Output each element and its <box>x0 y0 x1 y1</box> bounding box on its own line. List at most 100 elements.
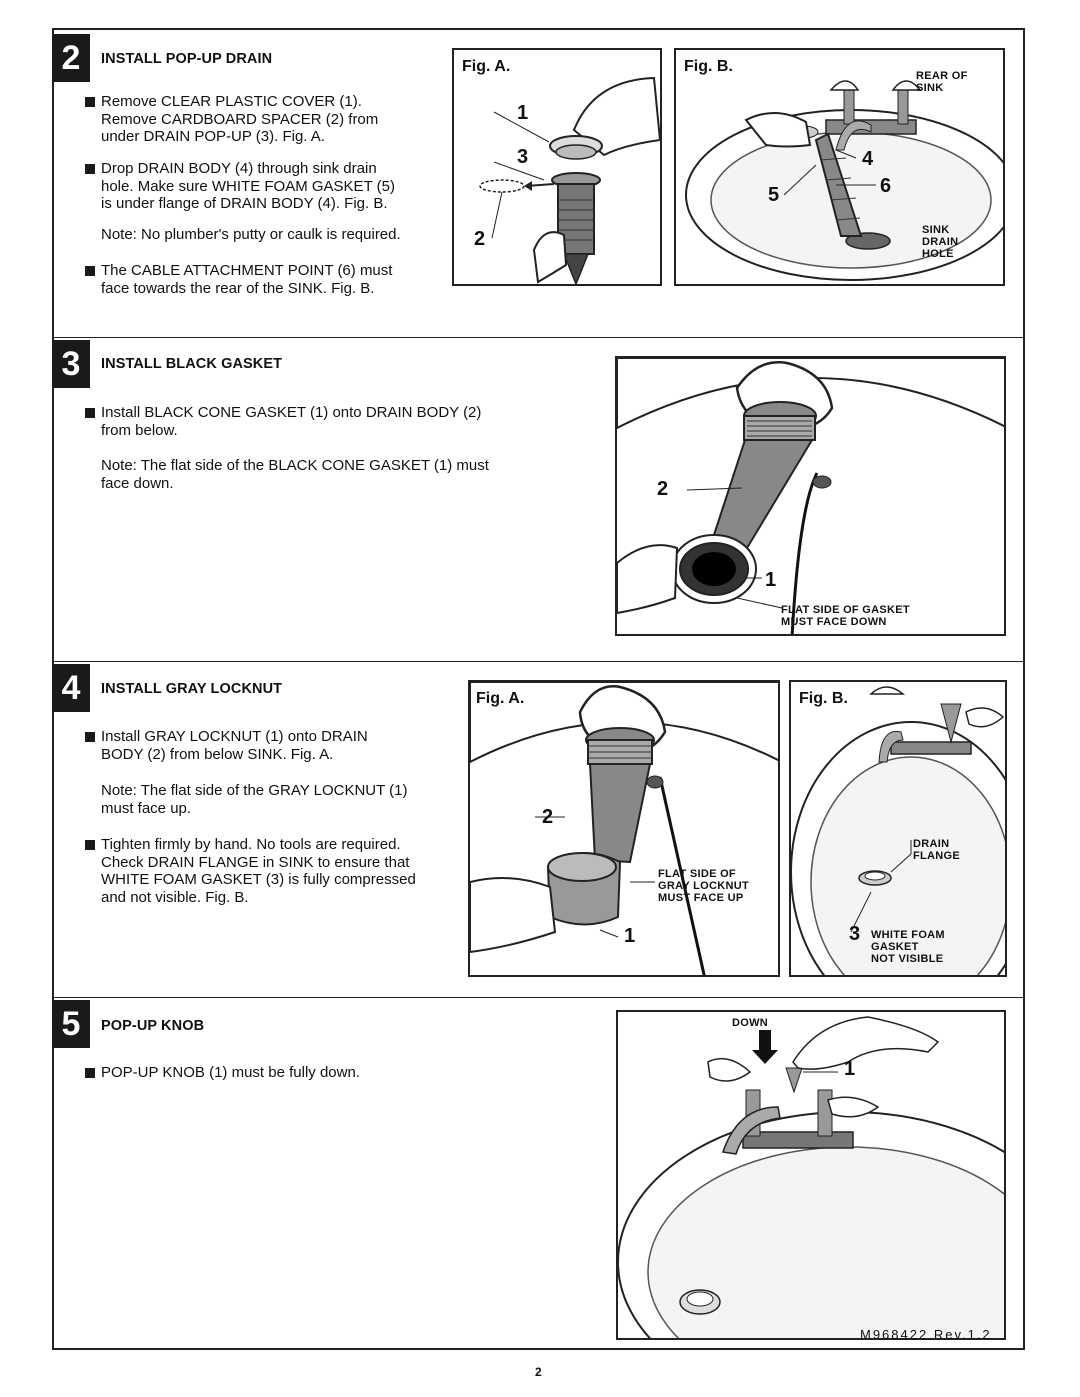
callout-number: 6 <box>880 175 892 197</box>
bullet-square-icon <box>85 408 95 418</box>
text-line: Install BLACK CONE GASKET (1) onto DRAIN… <box>101 404 482 421</box>
text-line: Remove CLEAR PLASTIC COVER (1). <box>101 93 362 110</box>
gray-locknut-illustration <box>470 682 778 975</box>
figure-label: Fig. A. <box>476 690 525 707</box>
step-title: INSTALL BLACK GASKET <box>101 356 283 372</box>
black-gasket-illustration <box>617 358 1004 634</box>
callout-number: 2 <box>474 228 486 250</box>
callout-number: 4 <box>862 148 874 170</box>
caption-line: FLAT SIDE OF GASKET <box>781 604 910 616</box>
text-line: Drop DRAIN BODY (4) through sink drain <box>101 160 377 177</box>
popup-knob-illustration <box>618 1016 1004 1338</box>
text-line: Note: The flat side of the BLACK CONE GA… <box>101 457 489 474</box>
step-title: INSTALL GRAY LOCKNUT <box>101 681 283 697</box>
text-line: BODY (2) from below SINK. Fig. A. <box>101 745 334 763</box>
caption-line: SINK <box>922 224 950 236</box>
instruction-bullet: The CABLE ATTACHMENT POINT (6) must face… <box>85 262 393 297</box>
caption-line: REAR OF <box>916 70 968 82</box>
caption-flat-side-gasket: FLAT SIDE OF GASKET MUST FACE DOWN <box>781 604 910 628</box>
step-number: 3 <box>52 340 90 388</box>
callout-number: 1 <box>624 925 636 947</box>
figure-5: DOWN 1 <box>616 1010 1006 1340</box>
bullet-square-icon <box>85 1068 95 1078</box>
figure-2b: Fig. B. REAR OF SINK 4 6 5 SINK DRAIN HO… <box>674 48 1005 286</box>
text-line: from below. <box>101 421 178 439</box>
drain-flange-illustration <box>791 686 1005 975</box>
text-line: POP-UP KNOB (1) must be fully down. <box>101 1064 360 1081</box>
callout-number: 2 <box>657 478 669 500</box>
figure-label: Fig. B. <box>684 58 733 75</box>
caption-line: DRAIN <box>922 236 959 248</box>
bullet-square-icon <box>85 732 95 742</box>
callout-number: 1 <box>517 102 529 124</box>
text-line: face down. <box>101 474 174 492</box>
step-title: POP-UP KNOB <box>101 1018 205 1034</box>
text-line: and not visible. Fig. B. <box>101 888 249 906</box>
text-line: Install GRAY LOCKNUT (1) onto DRAIN <box>101 728 368 745</box>
instruction-bullet: Install GRAY LOCKNUT (1) onto DRAIN BODY… <box>85 728 368 763</box>
instruction-bullet: Tighten firmly by hand. No tools are req… <box>85 836 416 906</box>
caption-line: HOLE <box>922 248 954 260</box>
caption-rear-of-sink: REAR OF SINK <box>916 70 968 94</box>
callout-number: 3 <box>849 923 861 945</box>
text-line: WHITE FOAM GASKET (3) is fully compresse… <box>101 871 416 888</box>
caption-drain-flange: DRAIN FLANGE <box>913 838 960 862</box>
caption-line: GASKET <box>871 941 919 953</box>
figure-label: Fig. A. <box>462 58 511 75</box>
caption-down: DOWN <box>732 1017 769 1029</box>
step-number: 2 <box>52 34 90 82</box>
caption-flat-side-locknut: FLAT SIDE OF GRAY LOCKNUT MUST FACE UP <box>658 868 749 904</box>
text-line: Remove CARDBOARD SPACER (2) from <box>101 110 379 128</box>
text-line: hole. Make sure WHITE FOAM GASKET (5) <box>101 177 395 195</box>
bullet-square-icon <box>85 266 95 276</box>
page-number: 2 <box>535 1365 542 1379</box>
instruction-bullet: Drop DRAIN BODY (4) through sink drain h… <box>85 160 395 213</box>
caption-line: MUST FACE UP <box>658 892 744 904</box>
callout-number: 1 <box>844 1058 856 1080</box>
caption-line: FLAT SIDE OF <box>658 868 736 880</box>
callout-number: 5 <box>768 184 780 206</box>
text-line: must face up. <box>101 799 192 817</box>
caption-line: DRAIN <box>913 838 950 850</box>
document-reference: M968422 Rev.1.2 <box>860 1327 992 1342</box>
caption-white-foam-gasket: WHITE FOAM GASKET NOT VISIBLE <box>871 929 945 965</box>
instruction-bullet: Remove CLEAR PLASTIC COVER (1). Remove C… <box>85 93 379 146</box>
text-line: is under flange of DRAIN BODY (4). Fig. … <box>101 195 388 212</box>
section-divider <box>52 997 1025 998</box>
text-line: under DRAIN POP-UP (3). Fig. A. <box>101 128 325 145</box>
caption-line: FLANGE <box>913 850 961 862</box>
bullet-square-icon <box>85 840 95 850</box>
caption-sink-drain-hole: SINK DRAIN HOLE <box>922 224 958 260</box>
instruction-bullet: Install BLACK CONE GASKET (1) onto DRAIN… <box>85 404 482 439</box>
section-divider <box>52 337 1025 338</box>
figure-label: Fig. B. <box>799 690 848 707</box>
section-divider <box>52 661 1025 662</box>
text-line: Check DRAIN FLANGE in SINK to ensure tha… <box>101 853 410 871</box>
callout-number: 2 <box>542 806 554 828</box>
step-number: 5 <box>52 1000 90 1048</box>
sink-drain-illustration <box>685 80 1003 281</box>
bullet-square-icon <box>85 164 95 174</box>
text-line: Tighten firmly by hand. No tools are req… <box>101 836 401 853</box>
caption-line: GRAY LOCKNUT <box>658 880 749 892</box>
instruction-bullet: POP-UP KNOB (1) must be fully down. <box>85 1064 360 1082</box>
caption-line: WHITE FOAM <box>871 929 945 941</box>
figure-3: 2 1 FLAT SIDE OF GASKET MUST FACE DOWN <box>615 356 1006 636</box>
note-text: Note: The flat side of the GRAY LOCKNUT … <box>101 782 408 817</box>
figure-2a: Fig. A. 1 3 2 <box>452 48 662 286</box>
caption-line: NOT VISIBLE <box>871 953 944 965</box>
text-line: The CABLE ATTACHMENT POINT (6) must <box>101 262 393 279</box>
step-number: 4 <box>52 664 90 712</box>
figure-4a: Fig. A. 2 FLAT SIDE OF GRAY LOCKNUT MUST… <box>468 680 780 977</box>
figure-4b: Fig. B. DRAIN FLANGE 3 WHITE FOAM GASKET… <box>789 680 1007 977</box>
step-title: INSTALL POP-UP DRAIN <box>101 51 273 67</box>
caption-line: SINK <box>916 82 944 94</box>
note-text: Note: The flat side of the BLACK CONE GA… <box>101 457 489 492</box>
bullet-square-icon <box>85 97 95 107</box>
note-text: Note: No plumber's putty or caulk is req… <box>101 226 401 243</box>
callout-number: 3 <box>517 146 529 168</box>
text-line: Note: The flat side of the GRAY LOCKNUT … <box>101 782 408 799</box>
callout-number: 1 <box>765 569 777 591</box>
text-line: face towards the rear of the SINK. Fig. … <box>101 279 375 297</box>
caption-line: MUST FACE DOWN <box>781 616 887 628</box>
